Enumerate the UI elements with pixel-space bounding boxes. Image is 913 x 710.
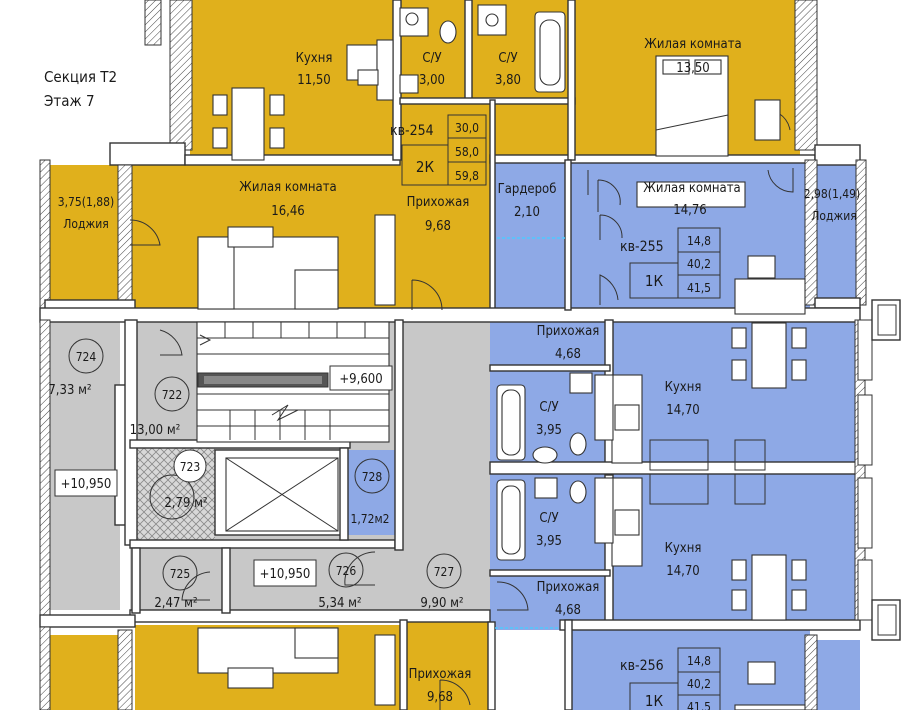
dashes <box>495 237 565 629</box>
room-area: 2,47 м² <box>154 596 197 611</box>
room-area-hall: 4,68 <box>555 347 581 362</box>
common-room-723: 723 2,79 м² <box>164 449 208 511</box>
room-area-hall: 9,68 <box>425 219 451 234</box>
room-area: 9,90 м² <box>420 596 463 611</box>
room-name-bedroom: Жилая комната <box>644 37 741 52</box>
room-name-wc2: С/У <box>498 51 517 66</box>
area-total: 40,2 <box>687 257 711 271</box>
room-name-loggia: Лоджия <box>63 217 108 231</box>
room-area-hall: 9,68 <box>427 690 453 705</box>
room-name-living: Жилая комната <box>239 180 336 195</box>
room-number: 724 <box>76 350 97 364</box>
room-name-kitchen: Кухня <box>665 541 702 556</box>
room-name-hall: Прихожая <box>407 195 470 210</box>
room-area-kitchen: 14,70 <box>666 564 699 579</box>
room-area-wardrobe: 2,10 <box>514 205 540 220</box>
apartment-id: кв-256 <box>620 658 664 674</box>
apartment-256: С/У 3,95 Кухня 14,70 Прихожая 4,68 кв-25… <box>536 511 721 710</box>
apartment-rooms: 1К <box>645 272 664 290</box>
room-area-wc: 3,95 <box>536 534 562 549</box>
room-area: 1,72м2 <box>350 512 389 526</box>
apartment-info-256: кв-256 1К 14,8 40,2 41,5 <box>620 647 721 710</box>
room-area-wc2: 3,80 <box>495 73 521 88</box>
room-name-hall: Прихожая <box>537 580 600 595</box>
room-number: 726 <box>336 564 357 578</box>
room-name-hall: Прихожая <box>537 324 600 339</box>
room-name-wardrobe: Гардероб <box>498 182 557 197</box>
apartment-255: Гардероб 2,10 Жилая комната 14,76 2,98(1… <box>498 181 861 438</box>
room-area-wc: 3,95 <box>536 423 562 438</box>
apartment-254: Кухня 11,50 С/У 3,00 С/У 3,80 Жилая комн… <box>58 37 742 234</box>
room-name-hall: Прихожая <box>409 667 472 682</box>
area-living: 30,0 <box>455 121 479 135</box>
area-living: 14,8 <box>687 234 711 248</box>
apartment-lower-left: Прихожая 9,68 <box>409 667 472 705</box>
section-title: Секция Т2 <box>44 68 117 86</box>
common-room-724: 724 7,33 м² <box>48 338 104 398</box>
room-name-wc1: С/У <box>422 51 441 66</box>
common-room-726: 726 5,34 м² <box>318 552 364 611</box>
room-area-kitchen: 11,50 <box>297 73 330 88</box>
elevation-mark: +10,950 <box>260 567 311 582</box>
room-number: 723 <box>180 460 201 474</box>
elevation-mark: +9,600 <box>339 372 382 387</box>
room-name-kitchen: Кухня <box>296 51 333 66</box>
area-total: 58,0 <box>455 145 479 159</box>
room-area-living: 16,46 <box>271 204 304 219</box>
room-number: 727 <box>434 565 455 579</box>
apartment-rooms: 1К <box>645 692 664 710</box>
apartment-id: кв-255 <box>620 239 664 255</box>
room-area-hall: 4,68 <box>555 603 581 618</box>
apartment-id: кв-254 <box>390 123 434 139</box>
room-number: 728 <box>362 470 383 484</box>
apartment-info-255: кв-255 1К 14,8 40,2 41,5 <box>620 227 721 299</box>
room-name-loggia: Лоджия <box>811 209 856 223</box>
room-name-kitchen: Кухня <box>665 380 702 395</box>
common-room-722: 722 13,00 м² <box>130 376 190 438</box>
room-number: 722 <box>162 388 183 402</box>
area-with-loggia: 41,5 <box>687 281 711 295</box>
elevation-mark: +10,950 <box>61 477 112 492</box>
room-name-wc: С/У <box>539 511 558 526</box>
area-total: 40,2 <box>687 677 711 691</box>
room-area: 2,79 м² <box>164 496 207 511</box>
common-room-725: 725 2,47 м² <box>154 555 198 611</box>
apartment-rooms: 2К <box>416 158 435 176</box>
room-number: 725 <box>170 567 191 581</box>
room-name-living: Жилая комната <box>643 181 740 196</box>
elevation-marks: +9,600 +10,950 +10,950 <box>54 365 393 587</box>
doors <box>129 99 794 710</box>
common-rooms: 724 7,33 м² 722 13,00 м² 723 2,79 м² 728… <box>48 338 464 611</box>
room-area-wc1: 3,00 <box>419 73 445 88</box>
room-area: 5,34 м² <box>318 596 361 611</box>
room-name-wc: С/У <box>539 400 558 415</box>
area-with-loggia: 41,5 <box>687 700 711 710</box>
furniture <box>149 4 807 710</box>
room-area-kitchen: 14,70 <box>666 403 699 418</box>
area-living: 14,8 <box>687 654 711 668</box>
room-area-loggia: 2,98(1,49) <box>804 187 860 201</box>
walls <box>39 0 901 710</box>
room-area-loggia: 3,75(1,88) <box>58 195 114 209</box>
common-room-728: 728 1,72м2 <box>350 458 390 526</box>
room-area-living: 14,76 <box>673 203 706 218</box>
common-room-727: 727 9,90 м² <box>420 553 464 611</box>
room-area-bedroom: 13,50 <box>676 61 709 76</box>
floor-number: Этаж 7 <box>44 92 95 110</box>
apartment-info-254: кв-254 2К 30,0 58,0 59,8 <box>390 114 487 186</box>
room-area: 13,00 м² <box>130 423 181 438</box>
room-area: 7,33 м² <box>48 383 91 398</box>
area-with-loggia: 59,8 <box>455 169 479 183</box>
